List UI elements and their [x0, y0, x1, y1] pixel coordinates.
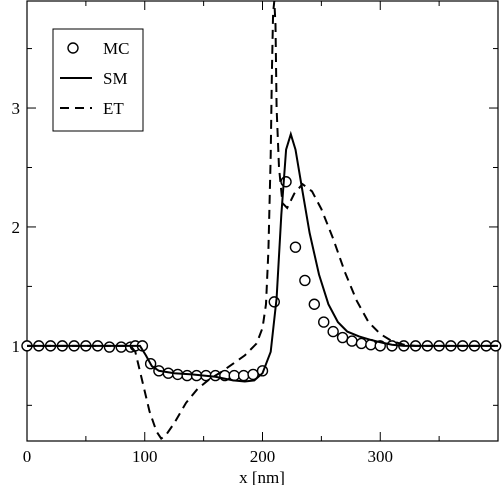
mc-point-27 [289, 241, 302, 253]
mc-point-31 [327, 325, 339, 338]
mc-point-28 [299, 274, 311, 287]
legend-label-mc: MC [103, 39, 129, 58]
legend-marker-mc [67, 42, 79, 54]
mc-point-8 [115, 341, 127, 353]
mc-point-16 [181, 369, 193, 382]
legend: MC SM ET [52, 28, 144, 132]
mc-point-22 [237, 369, 250, 382]
legend-label-sm: SM [103, 69, 128, 88]
y-tick-label-2: 2 [12, 218, 21, 237]
y-tick-label-1: 1 [12, 337, 21, 356]
legend-label-et: ET [103, 99, 124, 118]
legend-box [52, 28, 144, 132]
x-tick-label-200: 200 [250, 447, 276, 466]
mc-point-32 [336, 331, 349, 344]
y-tick-label-3: 3 [12, 99, 21, 118]
mc-point-25 [268, 296, 280, 308]
x-axis-label: x [nm] [239, 468, 285, 485]
x-tick-label-100: 100 [132, 447, 158, 466]
x-tick-label-300: 300 [368, 447, 394, 466]
mc-point-29 [308, 298, 321, 310]
mc-point-33 [346, 335, 358, 347]
mc-point-30 [318, 316, 330, 328]
mc-point-7 [103, 341, 116, 353]
series-layer [21, 0, 502, 441]
mc-point-34 [355, 337, 368, 350]
x-tick-label-0: 0 [23, 447, 32, 466]
sm-line [27, 130, 498, 383]
